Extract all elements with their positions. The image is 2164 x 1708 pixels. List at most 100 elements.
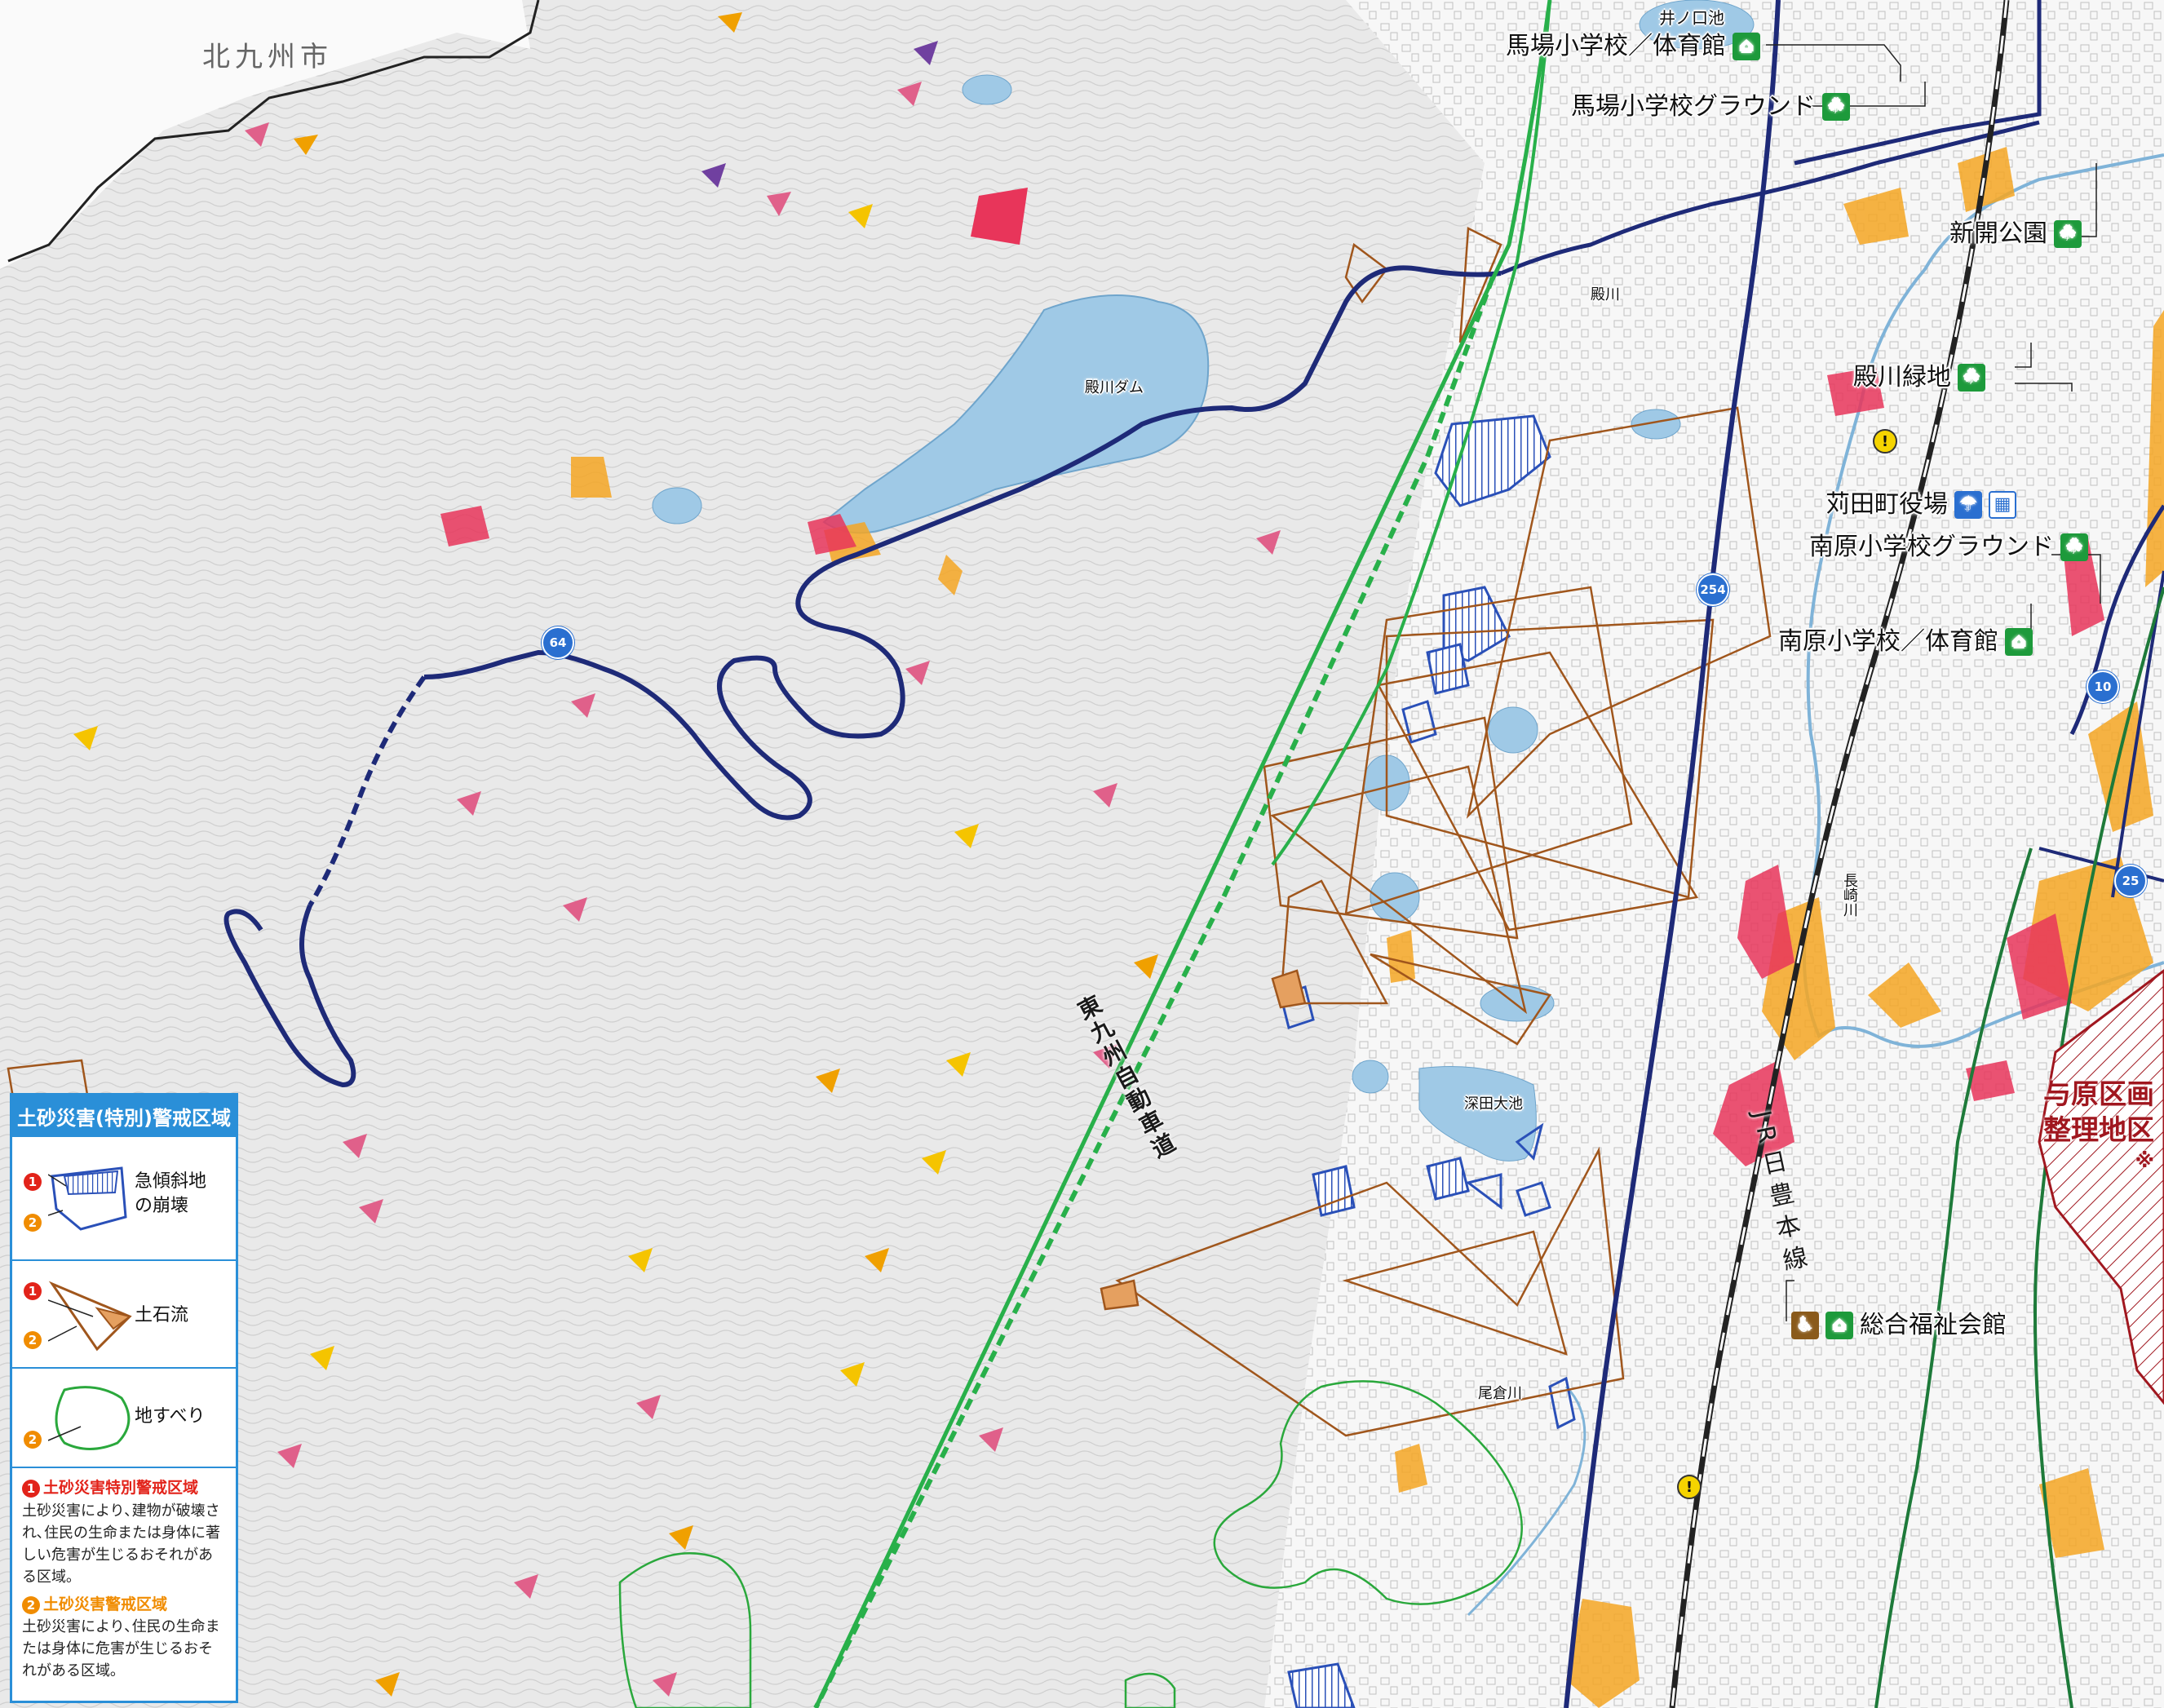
landslide-legend-icon (48, 1386, 131, 1450)
small-hazard-marks (73, 12, 1281, 1697)
route-64-east (1500, 120, 2040, 276)
facility-label: 苅田町役場 (1825, 490, 1948, 519)
caution-icon-south: ! (1677, 1475, 1702, 1499)
route-254 (1564, 0, 1781, 1708)
fukada-pond (1418, 1066, 1537, 1162)
pond-small-7 (652, 487, 702, 524)
facility-baba-school[interactable]: 馬場小学校／体育館 ⌂ (1506, 33, 1760, 60)
facility-kanda-town-office[interactable]: 苅田町役場 ☂ ▦ (1825, 491, 2016, 519)
ogura-river (1467, 1385, 1586, 1617)
legend-num-2-icon: 2 (24, 1214, 42, 1232)
legend-num-2-icon: 2 (22, 1595, 40, 1614)
legend-steep-slope: 1 2 急傾斜地 の崩壊 (12, 1137, 236, 1261)
legend-special-title-text: 土砂災害特別警戒区域 (43, 1479, 199, 1497)
facility-baba-ground[interactable]: 馬場小学校グラウンド ☘ (1571, 93, 1850, 121)
green-road-east-2 (1874, 847, 2033, 1708)
route-64-south (223, 904, 356, 1088)
legend-label-debris: 土石流 (135, 1305, 189, 1325)
facility-label: 南原小学校／体育館 (1778, 627, 1998, 656)
jr-line-dash (1671, 0, 2008, 1708)
route-64-road (423, 265, 1502, 821)
facility-label: 南原小学校グラウンド (1809, 533, 2054, 561)
nagasaki-river-label: 長崎川 (1841, 873, 1858, 917)
legend-landslide: 2 地すべり (12, 1369, 236, 1468)
evac-site-icon: ☘ (2060, 533, 2088, 561)
facility-shinkai-park[interactable]: 新開公園 ☘ (1949, 220, 2082, 248)
legend-num-1-icon: 1 (22, 1480, 40, 1498)
legend-num-1-icon: 1 (24, 1282, 42, 1300)
legend-label-steep: 急傾斜地 の崩壊 (135, 1170, 206, 1218)
evac-site-icon: ☘ (1958, 364, 1985, 392)
pond-small-6 (1631, 409, 1681, 440)
legend-title: 土砂災害(特別)警戒区域 (12, 1095, 236, 1137)
building-icon: ▦ (1989, 491, 2016, 519)
facility-label: 総合福祉会館 (1860, 1311, 2007, 1339)
tonogawa-dam-label: 殿川ダム (1085, 379, 1144, 396)
umbrella-icon: ☂ (1954, 491, 1982, 519)
legend-label-landslide: 地すべり (135, 1406, 206, 1427)
route-64-badge: 64 (542, 626, 574, 659)
legend-num-2-icon: 2 (24, 1331, 42, 1349)
route-64-tunnel (308, 675, 427, 907)
debris-flow-legend-icon (48, 1281, 132, 1352)
facility-label: 馬場小学校グラウンド (1571, 92, 1816, 121)
yobaru-district (2038, 969, 2164, 1405)
yobaru-area-note: ※ (2135, 1149, 2154, 1173)
inokuchi-pond-label: 井ノ口池 (1659, 8, 1724, 28)
welfare-shelter-icon: ♿ (1791, 1312, 1819, 1339)
facility-label: 殿川緑地 (1853, 363, 1951, 392)
route-25-badge: 25 (2114, 865, 2147, 897)
steep-slope-areas (1279, 414, 1576, 1708)
route-10-badge: 10 (2087, 670, 2119, 703)
pond-small-4 (1488, 706, 1538, 754)
route-254-badge: 254 (1697, 573, 1729, 606)
ogura-river-label: 尾倉川 (1478, 1385, 1522, 1402)
pond-small-8 (1352, 1060, 1389, 1094)
evac-site-icon: ☘ (1822, 93, 1850, 121)
tonogawa-dam-lake (822, 294, 1210, 534)
evac-shelter-icon: ⌂ (2005, 628, 2033, 656)
pond-small-1 (1480, 985, 1555, 1022)
yobaru-area-label-line1: 与原区画 (2043, 1078, 2154, 1111)
legend-num-1-icon: 1 (24, 1173, 42, 1191)
nagasaki-river (1803, 153, 2164, 1048)
fukada-pond-label: 深田大池 (1464, 1095, 1523, 1113)
inokuchi-pond (1639, 0, 1755, 50)
city-label: 北九州市 (202, 41, 333, 73)
northern-plain (0, 0, 530, 269)
legend-panel: 土砂災害(特別)警戒区域 1 2 急傾斜地 の崩壊 1 2 (10, 1093, 238, 1703)
caution-icon-north: ! (1873, 429, 1897, 454)
legend-label-steep-line2: の崩壊 (135, 1195, 189, 1216)
legend-warning-desc: 土砂災害により､住民の生命または身体に危害が生じるおそれがある区域｡ (22, 1618, 220, 1679)
facility-label: 馬場小学校／体育館 (1506, 32, 1726, 60)
route-10 (2069, 504, 2164, 736)
steep-slope-legend-icon (48, 1166, 127, 1231)
legend-special-desc: 土砂災害により､建物が破壊され､住民の生命または身体に著しい危害が生じるおそれが… (22, 1502, 220, 1586)
city-border (7, 0, 540, 263)
yobaru-area-label: 与原区画 整理地区 ※ (2043, 1077, 2154, 1175)
expressway-tunnel (813, 276, 1495, 1708)
legend-label-steep-line1: 急傾斜地 (135, 1171, 207, 1192)
facility-minamihara-ground[interactable]: 南原小学校グラウンド ☘ (1809, 533, 2088, 561)
facility-welfare-hall[interactable]: ♿ ⌂ 総合福祉会館 (1791, 1312, 2007, 1339)
evac-shelter-icon: ⌂ (1733, 33, 1760, 60)
facility-label: 新開公園 (1949, 219, 2047, 248)
landslide-areas (618, 1380, 1523, 1708)
yobaru-area-label-line2: 整理地区 (2043, 1114, 2154, 1148)
legend-num-2-icon: 2 (24, 1431, 42, 1449)
facility-tonogawa-ryokuchi[interactable]: 殿川緑地 ☘ (1853, 364, 1985, 392)
legend-warning-title-text: 土砂災害警戒区域 (43, 1595, 168, 1613)
evac-site-icon: ☘ (2054, 220, 2082, 248)
evac-shelter-icon: ⌂ (1825, 1312, 1853, 1339)
expressway-north (1271, 0, 1551, 866)
tonogawa-label: 殿川 (1591, 286, 1620, 303)
facility-minamihara-school[interactable]: 南原小学校／体育館 ⌂ (1778, 628, 2033, 656)
pond-small-5 (962, 74, 1012, 105)
debris-flow-areas (7, 227, 1772, 1437)
expressway (813, 0, 1552, 1708)
